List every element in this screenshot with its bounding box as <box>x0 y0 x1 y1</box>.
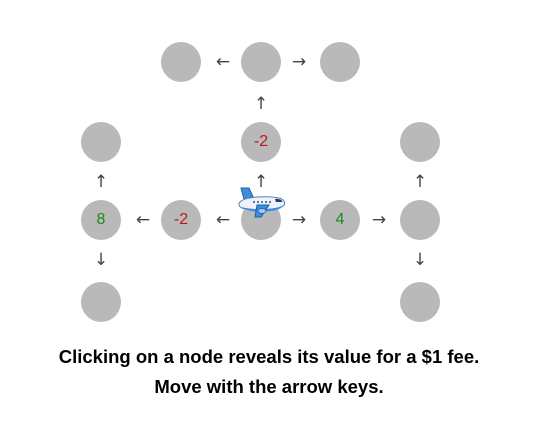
arrow-left-icon: ← <box>215 51 231 72</box>
arrow-up-icon: ↑ <box>412 171 428 192</box>
arrow-right-icon: → <box>291 51 307 72</box>
node-bottom-right[interactable] <box>400 282 440 322</box>
arrow-left-icon: ← <box>135 209 151 230</box>
node-bottom-left[interactable] <box>81 282 121 322</box>
arrow-up-icon: ↑ <box>93 171 109 192</box>
arrow-up-icon: ↑ <box>253 93 269 114</box>
node-upper-left[interactable] <box>81 122 121 162</box>
game-board: -2 8 -2 4 ← → ↑ ↑ ← ← ↑ ↓ → → ↑ ↓ <box>81 42 440 322</box>
arrow-up-icon: ↑ <box>253 171 269 192</box>
arrow-right-icon: → <box>371 209 387 230</box>
node-top-left[interactable] <box>161 42 201 82</box>
arrow-right-icon: → <box>291 209 307 230</box>
node-mid-right[interactable]: 4 <box>320 200 360 240</box>
node-mid-far-left[interactable]: 8 <box>81 200 121 240</box>
node-upper-right[interactable] <box>400 122 440 162</box>
arrow-down-icon: ↓ <box>93 249 109 270</box>
airplane-icon <box>238 187 286 218</box>
node-top-center[interactable] <box>241 42 281 82</box>
arrow-left-icon: ← <box>215 209 231 230</box>
node-mid-far-right[interactable] <box>400 200 440 240</box>
node-upper-center[interactable]: -2 <box>241 122 281 162</box>
arrow-down-icon: ↓ <box>412 249 428 270</box>
node-top-right[interactable] <box>320 42 360 82</box>
instruction-move: Move with the arrow keys. <box>154 376 384 397</box>
node-mid-left[interactable]: -2 <box>161 200 201 240</box>
instruction-fee: Clicking on a node reveals its value for… <box>58 346 480 367</box>
